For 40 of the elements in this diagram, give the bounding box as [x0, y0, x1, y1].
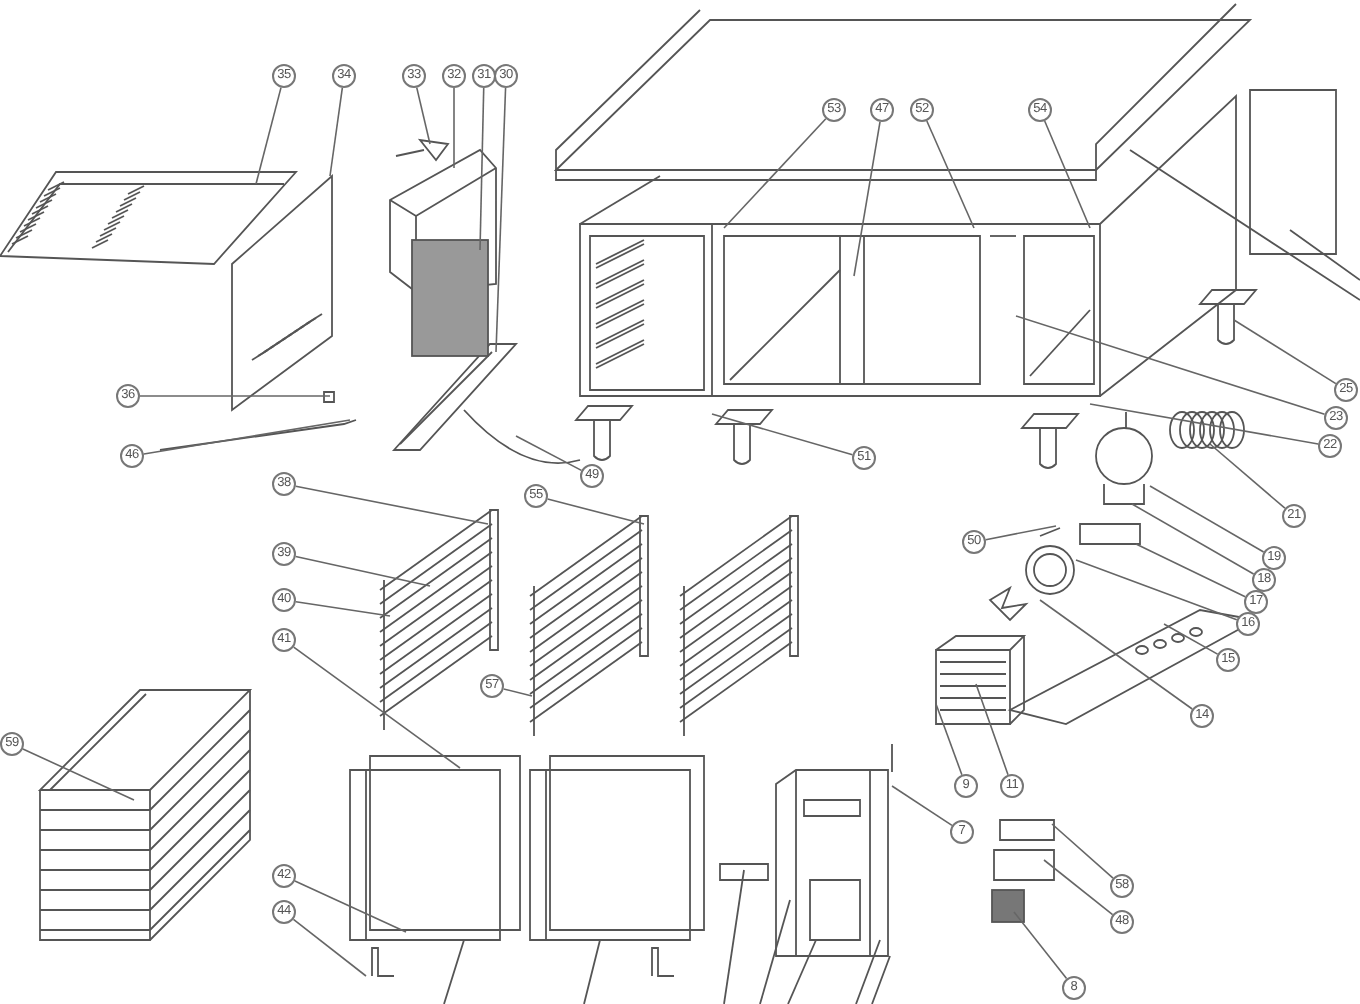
- leader-line: [1043, 859, 1114, 916]
- leader-line: [1039, 599, 1194, 710]
- leader-line: [453, 87, 455, 169]
- leader-line: [1149, 485, 1265, 553]
- leader-line: [22, 748, 135, 801]
- leader-line: [1051, 823, 1114, 879]
- leader-line: [891, 785, 953, 827]
- leader-line: [294, 485, 489, 525]
- leader-line: [415, 86, 431, 145]
- leader-line: [853, 121, 881, 277]
- leader-line: [546, 498, 645, 525]
- leader-line: [1013, 911, 1068, 980]
- leader-line: [502, 688, 533, 697]
- leader-line: [1043, 120, 1091, 229]
- leader-line: [1233, 319, 1337, 385]
- leader-line: [711, 413, 854, 456]
- leader-line: [975, 683, 1009, 776]
- leader-line: [295, 601, 391, 617]
- leader-line: [515, 435, 583, 472]
- leader-line: [985, 525, 1057, 541]
- leader-line: [495, 87, 507, 353]
- leader-line: [1135, 543, 1246, 598]
- leader-line: [292, 646, 461, 769]
- leader-line: [926, 120, 975, 229]
- leader-line: [1089, 403, 1319, 445]
- leader-line: [1131, 503, 1255, 575]
- leader-line: [1163, 623, 1219, 655]
- leader-line: [255, 86, 282, 185]
- leader-line: [1209, 443, 1286, 509]
- leader-line: [292, 918, 367, 977]
- leader-line: [294, 555, 431, 587]
- leader-line: [479, 87, 485, 251]
- leader-line: [329, 87, 344, 177]
- leader-line: [1015, 315, 1326, 416]
- leader-line: [935, 703, 963, 776]
- leader-line: [143, 419, 351, 455]
- leader-line: [294, 880, 407, 933]
- leader-line: [723, 118, 827, 229]
- leader-line: [1075, 559, 1238, 621]
- leader-line: [139, 395, 331, 397]
